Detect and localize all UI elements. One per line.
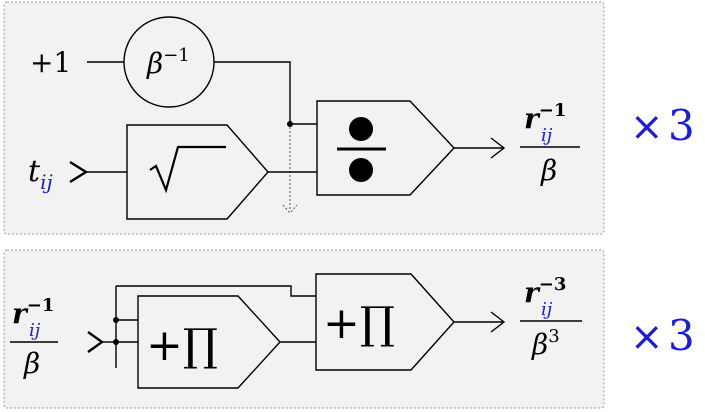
bottom-input-subscript: ij: [29, 320, 41, 341]
top-panel: [3, 1, 605, 235]
output-arrowhead-bottom: [490, 311, 506, 333]
t-ij-label: tij: [28, 154, 53, 194]
top-output-numerator: r−1: [524, 100, 566, 135]
divide-dot-top: [349, 117, 373, 141]
output-arrowhead-top: [490, 137, 506, 159]
top-output-denominator: β: [540, 154, 557, 187]
junction-dot-1: [113, 317, 119, 323]
bottom-repeat-times: ×: [630, 314, 664, 360]
sqrt-symbol: [149, 145, 226, 194]
bottom-panel: [3, 249, 605, 409]
wire-bypass-to-product2: [116, 285, 316, 297]
divide-dot-bottom: [349, 158, 373, 182]
bottom-repeat-count: 3: [668, 311, 695, 360]
junction-dot-2: [113, 339, 119, 345]
top-repeat-count: 3: [668, 101, 695, 150]
product-block-2-label: +∏: [323, 298, 395, 349]
top-output-subscript: ij: [541, 125, 553, 146]
wire-inverse-to-divide: [214, 61, 317, 125]
top-repeat-times: ×: [630, 104, 664, 150]
junction-dot-top: [287, 121, 293, 127]
product-block-1: [137, 295, 281, 389]
dotted-arrow-head: [282, 204, 298, 214]
bottom-output-denominator: β3: [531, 326, 560, 361]
divide-block: [316, 100, 455, 196]
product-block-2: [315, 273, 455, 371]
product-block-1-label: +∏: [146, 320, 218, 371]
bottom-output-subscript: ij: [541, 299, 553, 320]
bottom-output-numerator: r−3: [524, 274, 566, 309]
bottom-input-denominator: β: [23, 347, 40, 380]
sqrt-block: [126, 124, 269, 220]
plus-one-label: +1: [30, 46, 71, 79]
bottom-input-numerator: r−1: [12, 295, 54, 330]
beta-inverse-label: β−1: [146, 45, 190, 80]
